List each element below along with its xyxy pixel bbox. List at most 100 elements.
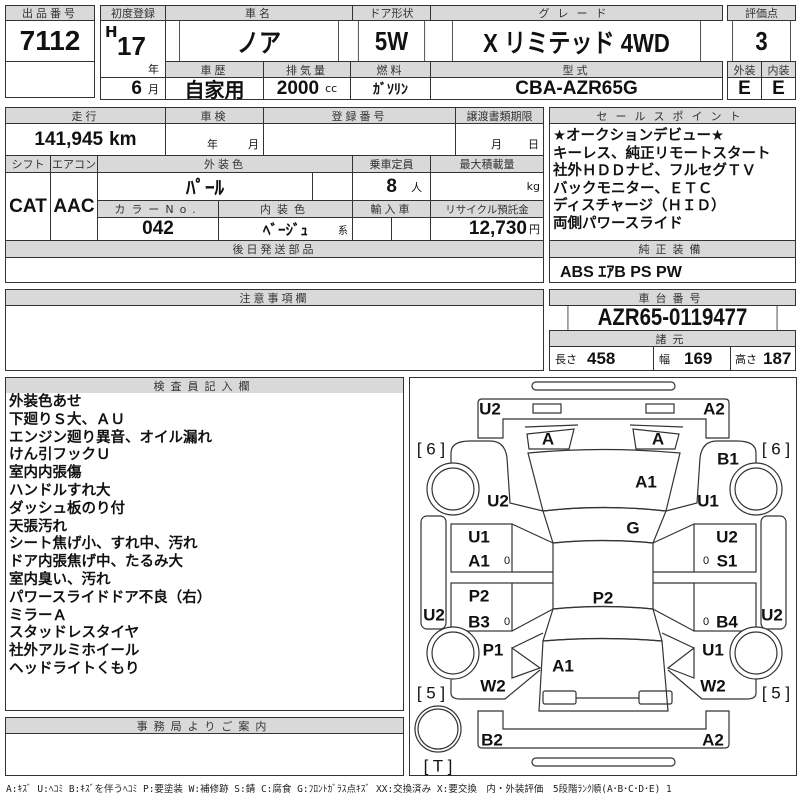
transfer-month-unit: 月 [491, 138, 502, 151]
model-label: 型式 [430, 61, 723, 78]
equipment-value: ABS ｴｱB PS PW [549, 257, 796, 283]
damage-code: U2 [761, 606, 783, 625]
legend: A:ｷｽﾞ U:ﾍｺﾐ B:ｷｽﾞを伴うﾍｺﾐ P:要塗装 W:補修跡 S:錆 … [6, 784, 672, 795]
sales-point: 社外ＨＤＤナビ、フルセグＴＶ [553, 163, 756, 179]
later-parts-label: 後日発送部品 [5, 240, 544, 258]
damage-labels: U2 A2 A A [ 6 ] [ 6 ] B1 A1 U2 U1 G U1 U… [417, 400, 790, 776]
inspector-label: 検査員記入欄 [5, 377, 404, 394]
inspector-note: パワースライドドア不良（右） [9, 589, 212, 606]
ext-color-label: 外装色 [97, 155, 353, 173]
displacement-unit: cc [325, 82, 338, 95]
chassis-value: AZR65-0119477 [567, 305, 778, 331]
length-label: 長さ [555, 352, 577, 366]
first-reg-year: H 17 [100, 20, 166, 62]
inspector-note: ミラーＡ [9, 607, 67, 624]
rear-bumper-bar [531, 757, 676, 767]
inspector-note: ダッシュ板のり付 [9, 500, 125, 517]
int-rating-value: E [761, 77, 796, 100]
office-value [5, 733, 404, 776]
inspection-label: 車検 [165, 107, 264, 124]
tire-rear-left [426, 626, 480, 680]
quarter-left [511, 632, 544, 679]
recycle-unit: 円 [529, 223, 540, 236]
inspector-note: 室内内張傷 [9, 465, 82, 482]
transfer-day-unit: 日 [528, 138, 539, 151]
front-right-fender [665, 440, 757, 512]
shift-label: シフト [5, 155, 51, 173]
front-grille-right [645, 403, 675, 414]
inspector-note: シート焦げ小、すれ中、汚れ [9, 536, 198, 553]
tire-tread-rr: [ 5 ] [762, 684, 790, 703]
inspector-note: 下廻りＳ大、ＡＵ [9, 411, 125, 428]
mileage-number: 141,945 [34, 128, 104, 150]
door-rear-right [693, 582, 757, 632]
displacement-label: 排気量 [263, 61, 351, 78]
transfer-label: 譲渡書類期限 [455, 107, 544, 124]
fuel-label: 燃料 [350, 61, 431, 78]
inspector-note: 外装色あせ [9, 394, 82, 410]
rear-window [542, 605, 663, 642]
damage-code: P1 [483, 641, 504, 660]
year-unit: 年 [100, 61, 166, 78]
month-unit: 月 [148, 82, 159, 96]
equipment-label: 純正装備 [549, 240, 796, 258]
year-value: 17 [117, 31, 146, 61]
damage-code: S1 [717, 552, 738, 571]
max-load-label: 最大積載量 [430, 155, 544, 173]
lot-number: 7112 [5, 20, 95, 62]
front-bumper-bar [531, 381, 676, 391]
model-value: CBA-AZR65G [430, 77, 723, 100]
rear-bumper [477, 710, 730, 749]
sales-point: バックモニター、ＥＴＣ [553, 180, 713, 197]
color-no-label: カラーNo. [97, 200, 219, 218]
capacity-unit: 人 [411, 180, 422, 194]
transfer-value: 月日 [455, 123, 544, 156]
ext-color-extra [312, 172, 353, 201]
ext-rating-value: E [727, 77, 762, 100]
tire-front-right [729, 462, 783, 516]
spare-tire [414, 705, 462, 753]
int-color-suffix: 系 [338, 225, 348, 237]
import-value-1 [352, 217, 392, 241]
inspector-note: ヘッドライトくもり [9, 660, 140, 677]
notes-label: 注意事項欄 [5, 289, 544, 306]
first-reg-label: 初度登録 [100, 5, 166, 21]
door-rear-left [450, 582, 513, 632]
damage-code: U2 [423, 606, 445, 625]
side-step-right [760, 515, 787, 630]
month-value: 6 [131, 77, 142, 99]
door-front-left [450, 523, 513, 573]
door-mark: 0 [504, 555, 510, 567]
sales-point: ディスチャージ（ＨＩＤ） [553, 198, 726, 214]
damage-code: U1 [697, 492, 719, 511]
damage-code: B2 [481, 731, 503, 750]
hood [527, 448, 681, 512]
damage-code: U1 [702, 641, 724, 660]
lot-number-value: 7112 [19, 25, 81, 56]
rating-value: 3 [732, 20, 791, 62]
aircon-value: AAC [50, 172, 98, 241]
damage-code: W2 [480, 677, 506, 696]
recycle-label: リサイクル預託金 [430, 200, 544, 218]
damage-code: P2 [593, 589, 614, 608]
headlight-left [526, 428, 575, 450]
inspector-note: エンジン廻り異音、オイル漏れ [9, 429, 212, 446]
door-label: ドア形状 [352, 5, 431, 21]
sales-point: 両側パワースライド [553, 215, 683, 232]
tailgate [538, 637, 669, 712]
damage-code: U1 [468, 528, 490, 547]
damage-code: P2 [469, 587, 490, 606]
recycle-number: 12,730 [468, 218, 527, 239]
grade-label: グレード [430, 5, 723, 21]
inspector-list: 外装色あせ 下廻りＳ大、ＡＵ エンジン廻り異音、オイル漏れ けん引フックＵ 室内… [5, 393, 404, 711]
mileage-label: 走行 [5, 107, 166, 124]
lot-blank [5, 61, 95, 98]
car-name-label: 車名 [165, 5, 353, 21]
rear-right-fender [667, 669, 757, 700]
damage-code: A1 [468, 552, 490, 571]
side-step-left [420, 515, 447, 630]
